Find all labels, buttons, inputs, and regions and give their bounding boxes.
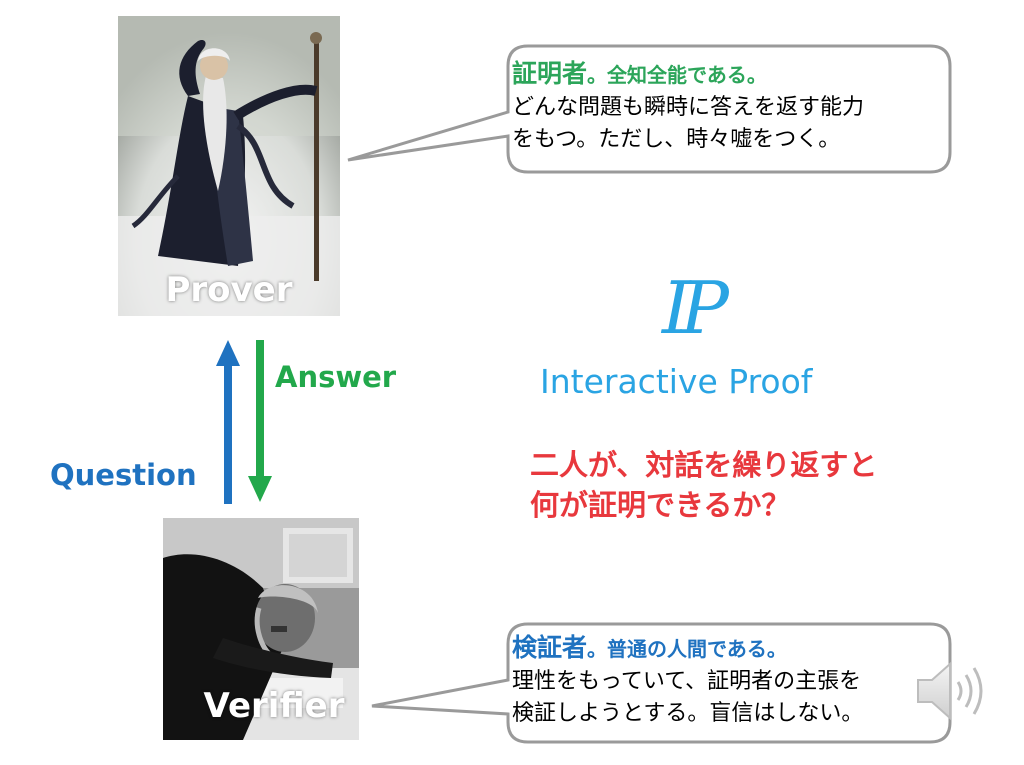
- verifier-bubble-heading-sub: 。普通の人間である。: [587, 637, 787, 661]
- prover-bubble-heading-sub: 。全知全能である。: [587, 63, 767, 87]
- prover-label: Prover: [165, 270, 293, 310]
- ip-logo: IP: [662, 266, 729, 350]
- prover-bubble-text: 証明者。全知全能である。 どんな問題も瞬時に答えを返す能力 をもつ。ただし、時々…: [512, 58, 864, 156]
- verifier-bubble-shape: [371, 622, 952, 744]
- speaker-icon[interactable]: [912, 656, 992, 726]
- verifier-bubble-line1: 理性をもっていて、証明者の主張を: [512, 669, 862, 694]
- verifier-label: Verifier: [203, 686, 345, 726]
- prover-bubble-shape: [347, 44, 952, 174]
- wizard-illustration: [118, 16, 340, 316]
- verifier-bubble-text: 検証者。普通の人間である。 理性をもっていて、証明者の主張を 検証しようとする。…: [512, 632, 863, 730]
- verifier-image: Verifier: [163, 518, 359, 740]
- person-photo: [163, 518, 359, 740]
- prover-bubble-line1: どんな問題も瞬時に答えを返す能力: [512, 95, 865, 120]
- ip-caption: Interactive Proof: [540, 362, 813, 401]
- answer-arrow: [248, 340, 272, 502]
- answer-label: Answer: [275, 360, 397, 394]
- question-label: Question: [50, 458, 197, 492]
- prover-image: Prover: [118, 16, 340, 316]
- main-question-line2: 何が証明できるか？: [530, 488, 791, 522]
- prover-bubble-heading: 証明者: [512, 59, 588, 88]
- prover-bubble-line2: をもつ。ただし、時々嘘をつく。: [512, 127, 841, 152]
- main-question-line1: 二人が、対話を繰り返すと: [530, 448, 878, 482]
- verifier-bubble-heading: 検証者: [512, 633, 588, 662]
- verifier-bubble-line2: 検証しようとする。盲信はしない。: [512, 701, 864, 726]
- main-question: 二人が、対話を繰り返すと 何が証明できるか？: [530, 445, 877, 525]
- question-arrow: [216, 340, 240, 504]
